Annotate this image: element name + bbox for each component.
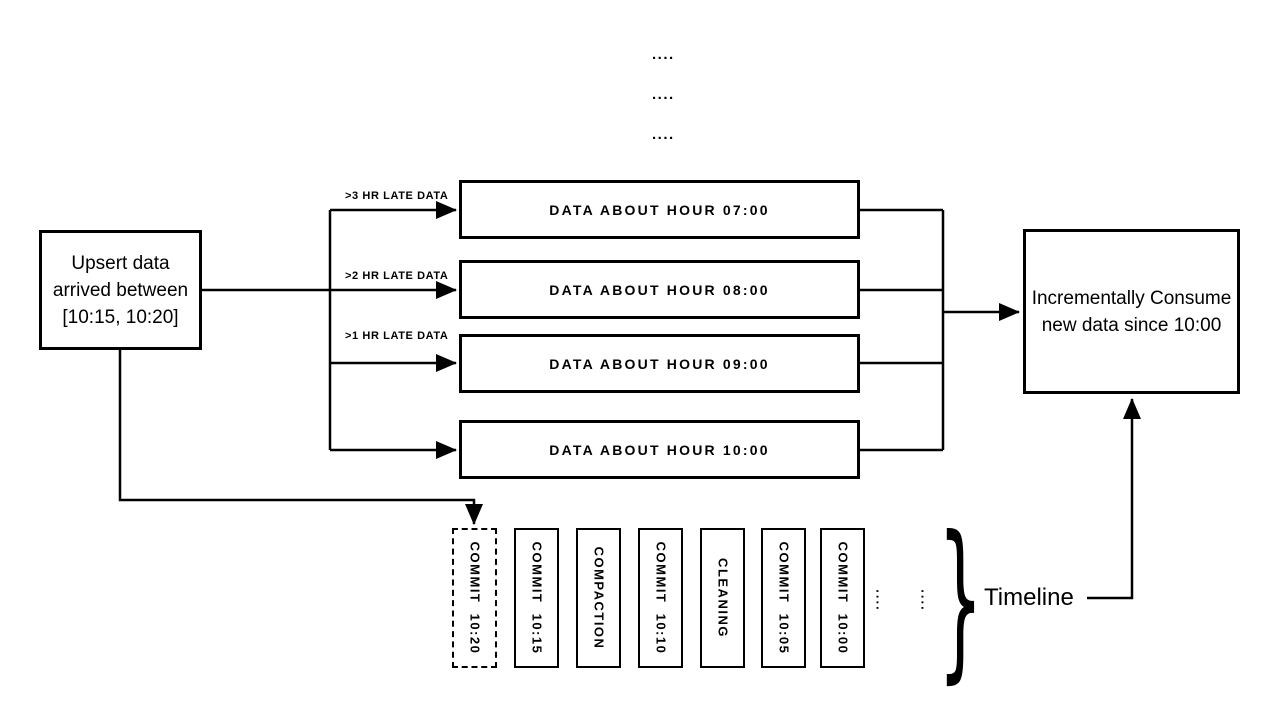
timeline-entry-label: COMMIT 10:05 (776, 541, 791, 655)
timeline-entry-commit-1010: COMMIT 10:10 (638, 528, 683, 668)
hour-box-0800: DATA ABOUT HOUR 08:00 (459, 260, 860, 319)
hour-box-0900-label: DATA ABOUT HOUR 09:00 (549, 355, 770, 372)
timeline-entry-label: CLEANING (715, 558, 730, 638)
timeline-brace: } (928, 509, 992, 689)
late-data-label-1hr: >1 HR LATE DATA (345, 330, 449, 342)
hour-box-0900: DATA ABOUT HOUR 09:00 (459, 334, 860, 393)
arrow-upsert-to-commit (118, 350, 483, 525)
upsert-data-label: Upsert data arrived between [10:15, 10:2… (52, 252, 189, 328)
timeline-entry-label: COMMIT 10:20 (467, 541, 482, 655)
incremental-consume-box: Incrementally Consume new data since 10:… (1023, 229, 1240, 394)
hour-box-1000: DATA ABOUT HOUR 10:00 (459, 420, 860, 479)
late-data-label-3hr: >3 HR LATE DATA (345, 190, 449, 202)
late-data-label-2hr: >2 HR LATE DATA (345, 270, 449, 282)
timeline-entry-cleaning: CLEANING (700, 528, 745, 668)
curly-brace-icon: } (937, 499, 983, 699)
timeline-entry-compaction: COMPACTION (576, 528, 621, 668)
hour-box-0700-label: DATA ABOUT HOUR 07:00 (549, 201, 770, 218)
timeline-entry-label: COMMIT 10:10 (653, 541, 668, 655)
hour-box-1000-label: DATA ABOUT HOUR 10:00 (549, 441, 770, 458)
timeline-entry-commit-1000: COMMIT 10:00 (820, 528, 865, 668)
timeline-ellipsis: .... (873, 588, 889, 612)
upsert-data-box: Upsert data arrived between [10:15, 10:2… (39, 230, 202, 350)
continuation-dots-row: .... (652, 86, 675, 103)
hour-box-0700: DATA ABOUT HOUR 07:00 (459, 180, 860, 239)
timeline-entry-commit-1015: COMMIT 10:15 (514, 528, 559, 668)
timeline-entry-label: COMPACTION (591, 546, 606, 650)
continuation-dots-row: .... (652, 126, 675, 143)
hour-box-0800-label: DATA ABOUT HOUR 08:00 (549, 281, 770, 298)
incremental-consume-label: Incrementally Consume new data since 10:… (1031, 287, 1232, 336)
arrow-timeline-to-consume (1087, 398, 1141, 600)
timeline-label: Timeline (984, 584, 1074, 611)
timeline-entry-label: COMMIT 10:15 (529, 541, 544, 655)
timeline-entry-label: COMMIT 10:00 (835, 541, 850, 655)
continuation-dots-row: .... (652, 46, 675, 63)
timeline-entry-commit-1020: COMMIT 10:20 (452, 528, 497, 668)
timeline-entry-commit-1005: COMMIT 10:05 (761, 528, 806, 668)
